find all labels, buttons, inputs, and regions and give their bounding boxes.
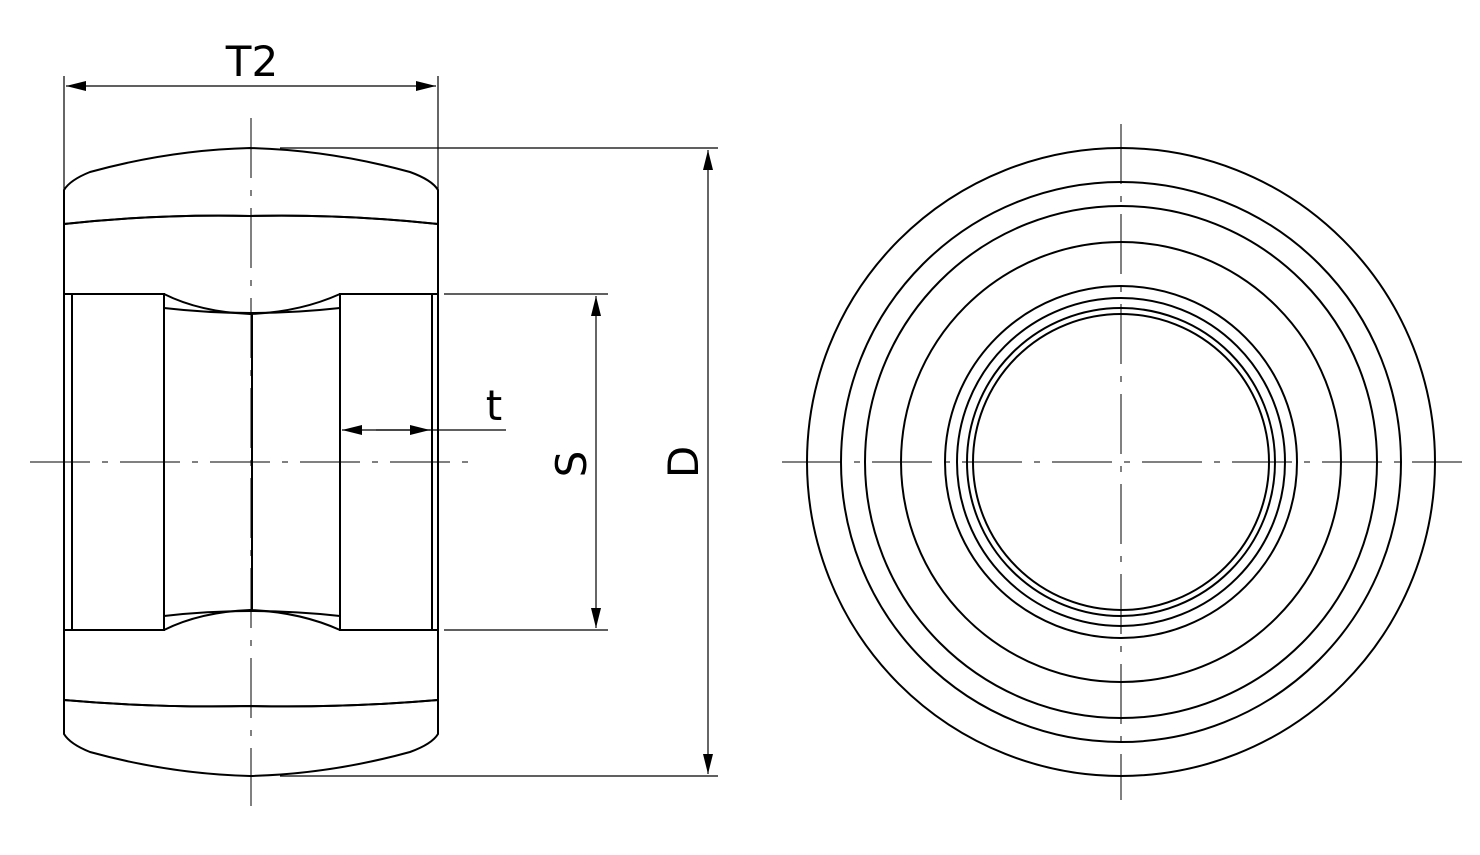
dimension-d: D bbox=[280, 147, 718, 777]
dimension-t2: T2 bbox=[63, 37, 439, 190]
label-t2: T2 bbox=[225, 37, 278, 86]
side-section-view: T2 t S D bbox=[30, 37, 718, 806]
label-d: D bbox=[659, 446, 708, 478]
label-t: t bbox=[486, 381, 502, 430]
dimension-s: S bbox=[444, 293, 608, 631]
front-view bbox=[782, 124, 1462, 800]
label-s: S bbox=[547, 451, 596, 478]
hub-outer-circle bbox=[864, 205, 1378, 719]
hub-top bbox=[63, 214, 439, 316]
dimension-t: t bbox=[342, 381, 506, 435]
